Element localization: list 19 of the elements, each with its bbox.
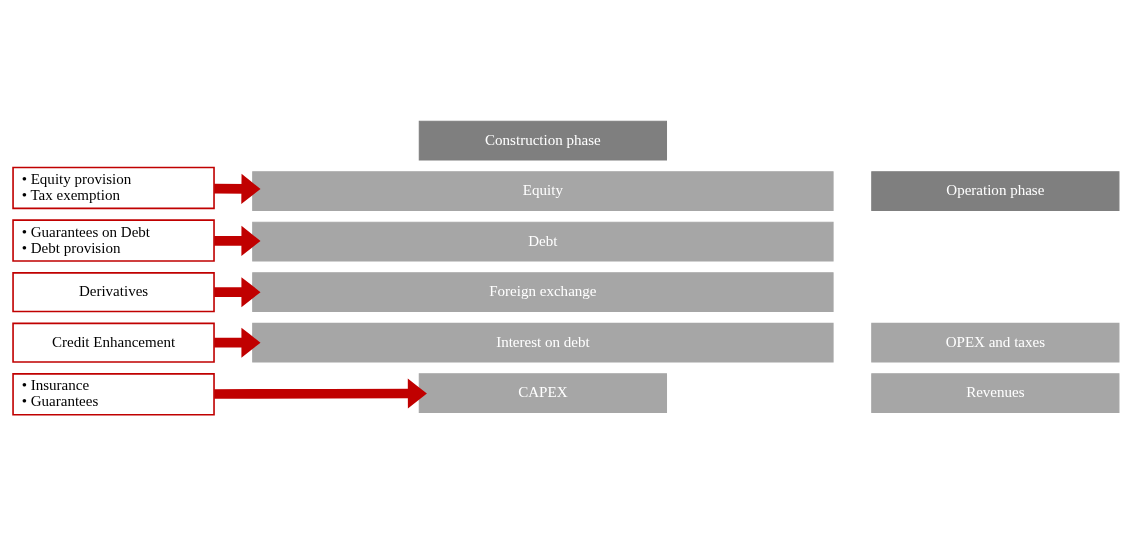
node-box: Equity bbox=[252, 170, 834, 211]
node-box: Operation phase bbox=[871, 170, 1120, 211]
node-box: Credit Enhancement bbox=[12, 322, 215, 363]
node-box: Interest on debt bbox=[252, 322, 834, 363]
arrow bbox=[214, 378, 427, 409]
arrow bbox=[214, 225, 261, 256]
node-box: OPEX and taxes bbox=[871, 322, 1120, 363]
node-box: Debt bbox=[252, 221, 834, 262]
arrow bbox=[214, 173, 261, 204]
arrow bbox=[214, 276, 261, 307]
node-box: Construction phase bbox=[418, 120, 668, 161]
node-box: Foreign exchange bbox=[252, 271, 834, 312]
node-box: Revenues bbox=[871, 372, 1120, 413]
node-box: • Insurance • Guarantees bbox=[12, 372, 215, 415]
node-box: Derivatives bbox=[12, 271, 215, 312]
node-box: • Guarantees on Debt • Debt provision bbox=[12, 218, 215, 262]
arrow bbox=[214, 327, 261, 358]
node-box: • Equity provision • Tax exemption bbox=[12, 166, 215, 209]
node-box: CAPEX bbox=[418, 372, 668, 413]
